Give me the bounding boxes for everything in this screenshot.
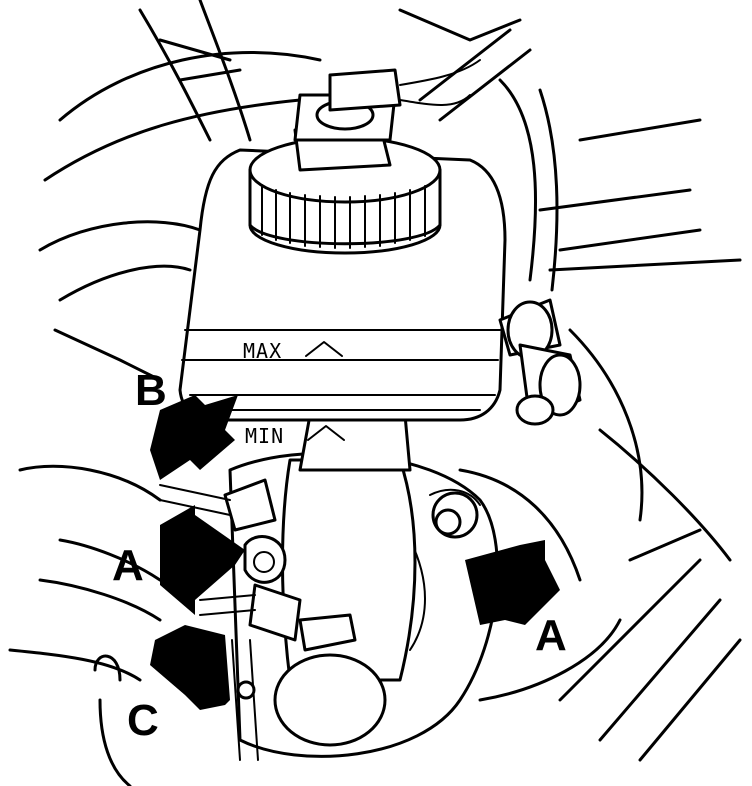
callout-a-left-label: A — [112, 541, 144, 590]
callout-b-label: B — [135, 366, 167, 415]
callout-a-left-arrow-icon — [160, 505, 245, 615]
callout-labels: B A A C — [112, 366, 567, 745]
level-marks: MAX MIN — [243, 339, 345, 448]
level-sensor-connector — [293, 59, 481, 172]
min-chevron-icon — [307, 425, 345, 441]
callout-a-right-arrow-icon — [465, 540, 560, 625]
callout-c-label: C — [127, 696, 159, 745]
max-mark-label: MAX — [243, 339, 282, 363]
callout-b-arrow-icon — [150, 395, 238, 480]
background-hoses — [8, 0, 742, 786]
min-mark-label: MIN — [245, 424, 284, 448]
callout-c-arrow-icon — [150, 625, 230, 710]
cylinder-end-cap — [273, 613, 387, 747]
mounting-nut — [429, 488, 481, 539]
max-chevron-icon — [305, 341, 343, 357]
callout-arrows — [150, 395, 560, 710]
callout-a-right-label: A — [535, 611, 567, 660]
brake-line-fittings — [159, 478, 302, 761]
reservoir-hose-fitting — [498, 298, 582, 426]
